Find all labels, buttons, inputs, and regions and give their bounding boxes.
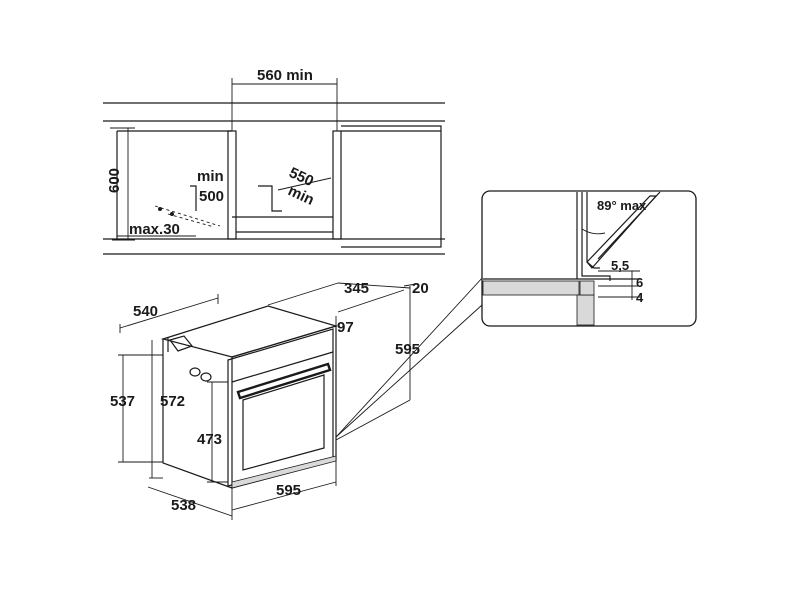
depth-total-label: 540 — [133, 303, 158, 320]
base-depth-label: 538 — [171, 497, 196, 514]
vent-size-label: 500 — [199, 188, 224, 205]
panel-thickness-label: 20 — [412, 280, 429, 297]
height-outer-label: 537 — [110, 393, 135, 410]
oven-drawing — [118, 276, 484, 520]
niche-width-label: 560 min — [257, 67, 313, 84]
detail-inset — [481, 190, 697, 327]
gap-a-label: 5,5 — [611, 258, 629, 273]
height-inner-label: 572 — [160, 393, 185, 410]
door-height-label: 473 — [197, 431, 222, 448]
front-width-label: 595 — [276, 482, 301, 499]
cabinet-niche-drawing — [103, 78, 445, 255]
height-total-label: 595 — [395, 341, 420, 358]
vent-min-label: min — [197, 168, 224, 185]
niche-depth-min-label: min — [285, 182, 316, 209]
depth-body-label: 345 — [344, 280, 369, 297]
front-offset-label: 97 — [337, 319, 354, 336]
gap-c-label: 4 — [636, 290, 644, 305]
gap-b-label: 6 — [636, 275, 643, 290]
angle-label: 89° max — [597, 198, 647, 213]
niche-height-label: 600 — [106, 168, 123, 193]
max-clearance-label: max.30 — [129, 221, 180, 238]
